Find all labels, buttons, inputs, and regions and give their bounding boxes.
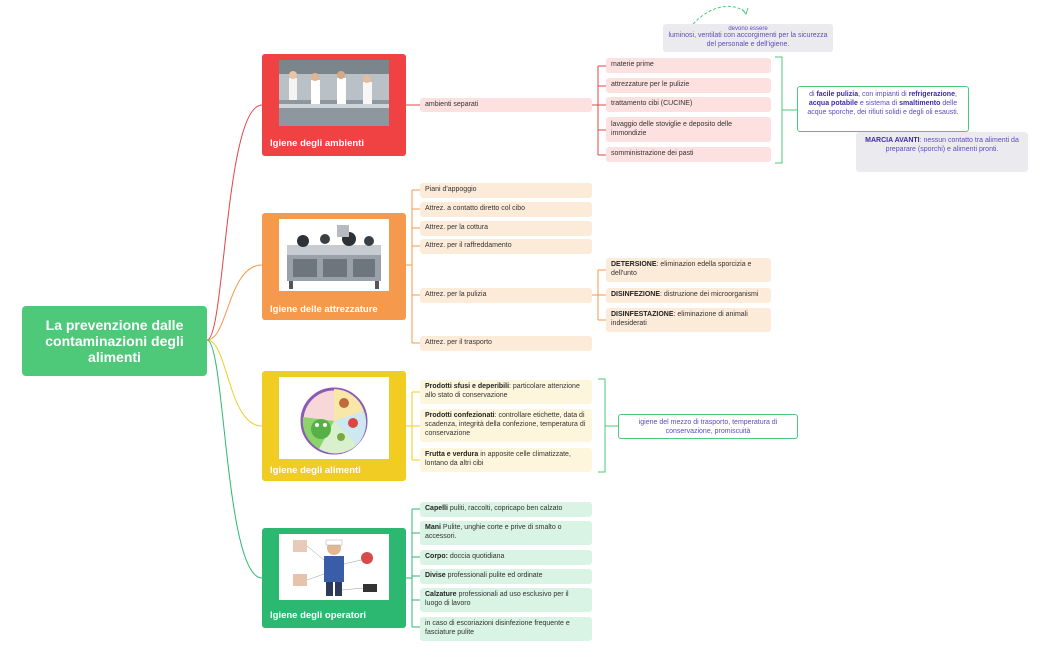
note-text: e sistema di — [857, 100, 900, 108]
list-item[interactable]: lavaggio delle stoviglie e deposito dell… — [606, 117, 771, 142]
note-marcia-avanti[interactable]: MARCIA AVANTI: nessun contatto tra alime… — [856, 132, 1028, 172]
connector-root-alimenti — [206, 339, 263, 427]
topic-igiene-attrezzature[interactable]: Igiene delle attrezzature — [262, 213, 406, 320]
topic-label: Igiene delle attrezzature — [270, 304, 378, 315]
item-text: : particolare attenzione allo stato di c… — [425, 383, 580, 399]
note-text: di — [809, 91, 817, 98]
list-item[interactable]: DETERSIONE: eliminazion edella sporcizia… — [606, 258, 771, 282]
list-item[interactable]: trattamento cibi (CUCINE) — [606, 97, 771, 112]
list-item[interactable]: Attrez. per la cottura — [420, 221, 592, 236]
food-safety-wheel-image — [279, 377, 389, 459]
item-bold: Prodotti sfusi e deperibili — [425, 383, 510, 390]
item-bold: DETERSIONE — [611, 261, 657, 268]
list-item[interactable]: DISINFESTAZIONE: eliminazione di animali… — [606, 308, 771, 332]
item-bold: Calzature — [425, 591, 457, 598]
list-item[interactable]: in caso di escoriazioni disinfezione fre… — [420, 617, 592, 641]
item-bold: Prodotti confezionati — [425, 412, 495, 419]
topic-igiene-operatori[interactable]: Igiene degli operatori — [262, 528, 406, 628]
note-bold: acqua potabile — [808, 100, 858, 108]
list-item[interactable]: Attrez. a contatto diretto col cibo — [420, 202, 592, 217]
topic-igiene-ambienti[interactable]: Igiene degli ambienti — [262, 54, 406, 156]
item-text: professionali pulite ed ordinate — [445, 572, 543, 579]
note-text: luminosi, ventilati con accorgimenti per… — [668, 32, 828, 49]
item-bold: Mani — [425, 524, 441, 531]
item-bold: Corpo: — [425, 553, 448, 560]
topic-label: Igiene degli alimenti — [270, 465, 361, 476]
topic-label: Igiene degli operatori — [270, 610, 367, 621]
root-topic[interactable]: La prevenzione dalle contaminazioni degl… — [22, 306, 207, 376]
list-item[interactable]: Attrez. per il raffreddamento — [420, 239, 592, 254]
item-bold: DISINFESTAZIONE — [611, 311, 674, 318]
note-text: , con impianti di — [858, 91, 909, 98]
item-text: : eliminazione di animali indesiderati — [611, 311, 748, 327]
list-item[interactable]: Prodotti sfusi e deperibili: particolare… — [420, 380, 592, 404]
note-text: delle acque sporche, dei rifiuti solidi … — [807, 100, 959, 117]
list-item[interactable]: Attrez. per la pulizia — [420, 288, 592, 303]
kitchen-chefs-image — [279, 60, 389, 126]
note-text: : nessun contatto tra alimenti da prepar… — [885, 137, 1019, 154]
list-item[interactable]: Frutta e verdura in apposite celle clima… — [420, 448, 592, 472]
item-text: doccia quotidiana — [447, 553, 505, 560]
note-text: , — [954, 91, 957, 98]
note-luminosi[interactable]: devono essere luminosi, ventilati con ac… — [663, 24, 833, 52]
note-label: devono essere — [728, 26, 768, 32]
connector-root-operatori — [206, 339, 263, 579]
note-bold: refrigerazione — [908, 91, 955, 98]
list-item[interactable]: Capelli puliti, raccolti, copricapo ben … — [420, 502, 592, 517]
item-text: Pulite, unghie corte e prive di smalto o… — [425, 524, 562, 540]
list-item[interactable]: Calzature professionali ad uso esclusivo… — [420, 588, 592, 612]
item-bold: Capelli — [425, 505, 448, 512]
list-item[interactable]: Prodotti confezionati: controllare etich… — [420, 409, 592, 442]
branch-ambienti-separati[interactable]: ambienti separati — [420, 98, 592, 112]
list-item[interactable]: Piani d'appoggio — [420, 183, 592, 198]
note-facile-pulizia[interactable]: di facile pulizia, con impianti di refri… — [797, 86, 969, 132]
note-bold: MARCIA AVANTI — [865, 137, 920, 144]
item-bold: DISINFEZIONE — [611, 291, 661, 298]
kitchen-equipment-image — [279, 219, 389, 291]
topic-label: Igiene degli ambienti — [270, 138, 364, 149]
topic-igiene-alimenti[interactable]: Igiene degli alimenti — [262, 371, 406, 481]
operator-hygiene-image — [279, 534, 389, 600]
list-item[interactable]: somministrazione dei pasti — [606, 147, 771, 162]
list-item[interactable]: Corpo: doccia quotidiana — [420, 550, 592, 565]
list-item[interactable]: Divise professionali pulite ed ordinate — [420, 569, 592, 584]
item-text: puliti, raccolti, copricapo ben calzato — [447, 505, 563, 512]
list-item[interactable]: materie prime — [606, 58, 771, 73]
item-bold: Divise — [425, 572, 446, 579]
item-text: : eliminazion edella sporcizia e dell'un… — [611, 261, 752, 277]
note-bold: facile pulizia — [816, 91, 859, 98]
item-bold: Frutta e verdura — [425, 451, 479, 458]
item-text: professionali ad uso esclusivo per il lu… — [425, 591, 569, 607]
item-text: in caso di escoriazioni disinfezione fre… — [425, 620, 570, 636]
connector-root-attrezzature — [206, 264, 263, 341]
connector-root-ambienti — [206, 104, 263, 341]
item-text: : distruzione dei microorganismi — [660, 291, 759, 298]
note-bold: smaltimento — [899, 100, 941, 108]
list-item[interactable]: Attrez. per il trasporto — [420, 336, 592, 351]
item-text: in apposite celle climatizzate, lontano … — [425, 451, 571, 467]
item-text: : controllare etichette, data di scadenz… — [425, 412, 586, 437]
list-item[interactable]: attrezzature per le pulizie — [606, 78, 771, 93]
list-item[interactable]: Mani Pulite, unghie corte e prive di sma… — [420, 521, 592, 545]
note-trasporto[interactable]: igiene del mezzo di trasporto, temperatu… — [618, 414, 798, 439]
list-item[interactable]: DISINFEZIONE: distruzione dei microorgan… — [606, 288, 771, 303]
